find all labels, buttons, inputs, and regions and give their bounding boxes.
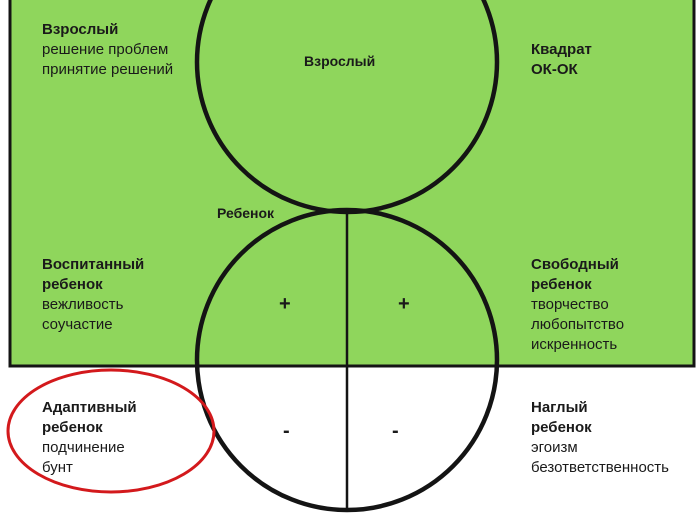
square-title-line2: ОК-ОК bbox=[531, 61, 578, 78]
plus-sign-left: + bbox=[279, 293, 291, 315]
square-block: Квадрат ОК-ОК bbox=[531, 40, 592, 80]
free-line: любопытство bbox=[531, 316, 625, 333]
plus-sign-right: + bbox=[398, 293, 410, 315]
insolent-line: безответственность bbox=[531, 459, 669, 476]
well-bred-line: соучастие bbox=[42, 316, 113, 333]
well-bred-line: вежливость bbox=[42, 296, 124, 313]
adaptive-line: подчинение bbox=[42, 439, 125, 456]
adaptive-title-line1: Адаптивный bbox=[42, 399, 137, 416]
well-bred-title-line2: ребенок bbox=[42, 276, 103, 293]
adult-title: Взрослый bbox=[42, 21, 119, 38]
free-line: искренность bbox=[531, 336, 618, 353]
adaptive-title-line2: ребенок bbox=[42, 419, 103, 436]
free-title-line2: ребенок bbox=[531, 276, 592, 293]
insolent-title-line2: ребенок bbox=[531, 419, 592, 436]
well-bred-title-line1: Воспитанный bbox=[42, 256, 145, 273]
child-circle-label: Ребенок bbox=[217, 205, 275, 221]
adaptive-line: бунт bbox=[42, 459, 73, 476]
insolent-child-block: Наглый ребенок эгоизм безответственность bbox=[531, 398, 669, 478]
free-title-line1: Свободный bbox=[531, 256, 619, 273]
square-title-line1: Квадрат bbox=[531, 41, 592, 58]
minus-sign-left: - bbox=[283, 420, 290, 442]
insolent-line: эгоизм bbox=[531, 439, 578, 456]
well-bred-child-block: Воспитанный ребенок вежливость соучастие bbox=[42, 255, 144, 335]
adult-block: Взрослый решение проблем принятие решени… bbox=[42, 20, 173, 80]
adult-line: решение проблем bbox=[42, 41, 169, 58]
minus-sign-right: - bbox=[392, 420, 399, 442]
free-line: творчество bbox=[531, 296, 609, 313]
insolent-title-line1: Наглый bbox=[531, 399, 588, 416]
adult-circle-label: Взрослый bbox=[304, 53, 376, 69]
adaptive-child-block: Адаптивный ребенок подчинение бунт bbox=[42, 398, 137, 478]
highlight-ellipse bbox=[6, 368, 216, 494]
adult-line: принятие решений bbox=[42, 61, 174, 78]
free-child-block: Свободный ребенок творчество любопытство… bbox=[531, 255, 624, 355]
